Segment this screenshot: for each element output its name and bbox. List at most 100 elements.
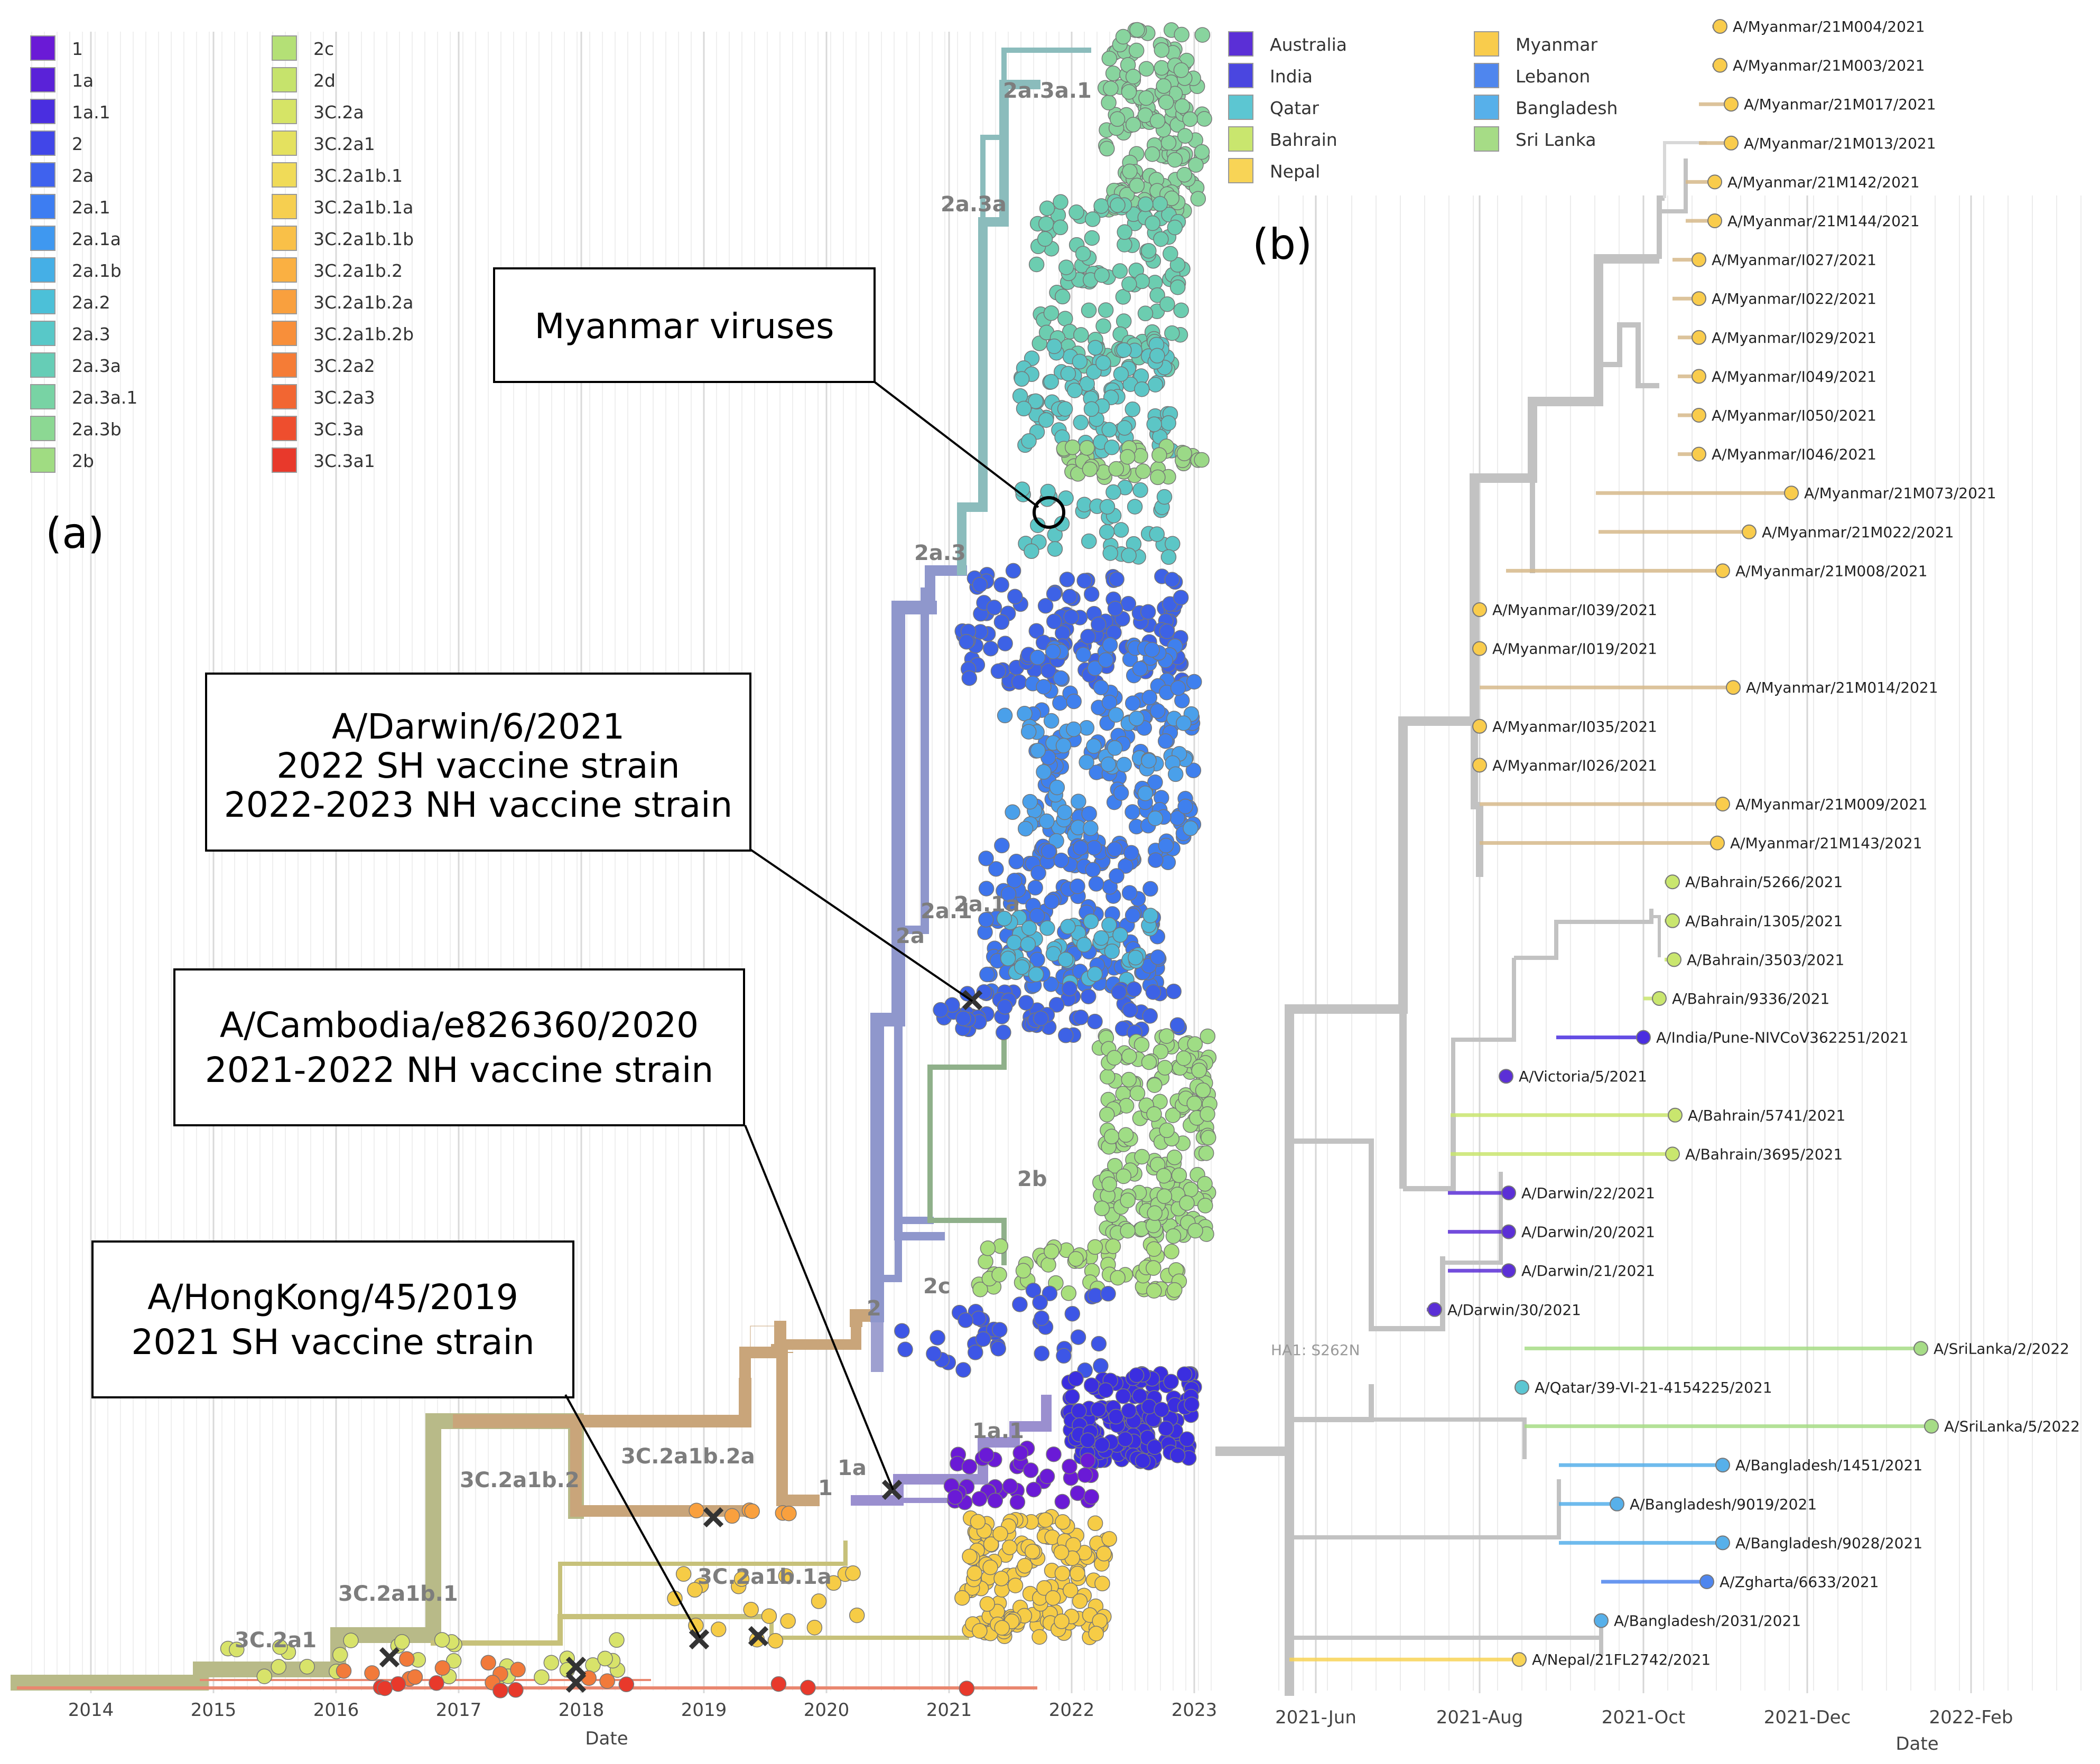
tip-node [332,1647,348,1663]
tip-node [1073,414,1089,431]
tip-node [1103,1128,1120,1145]
tip-node [1058,259,1074,275]
axis-tick-label: 2017 [436,1700,482,1721]
tip-node [1086,738,1102,754]
tip-node [1081,533,1097,549]
tip-node [1043,305,1060,321]
tip-node [336,1663,352,1679]
tip-node [1100,1286,1116,1302]
tip-node [1185,762,1202,778]
legend-label: 2a.1 [72,197,110,218]
tree-branch [750,1326,780,1390]
tree-branch [1451,958,1516,1115]
tip-node [993,614,1010,630]
tip-node [1102,545,1118,561]
legend-swatch [272,194,297,219]
tip-label: A/Myanmar/21M142/2021 [1727,173,1920,191]
tip-node [991,1322,1008,1338]
tip-node [1000,950,1016,967]
tip-node [1115,289,1131,305]
tip-node [1064,439,1081,455]
tip-node [1692,291,1706,306]
tip-node [1176,445,1192,461]
tip-node [687,1582,703,1598]
tip-label: A/SriLanka/2/2022 [1934,1340,2069,1357]
tip-node [980,1240,996,1256]
tip-label: A/Myanmar/I019/2021 [1492,640,1657,658]
clade-label: 2a.1 [921,899,972,923]
tip-node [1158,837,1174,854]
tip-node [1015,1263,1032,1278]
axis-tick-label: 2014 [68,1700,114,1721]
tip-node [1122,163,1138,180]
tip-node [1913,1341,1928,1356]
tip-node [1116,1168,1132,1184]
tip-node [1052,219,1068,236]
legend-label: 1a.1 [72,102,110,123]
tip-node [1116,313,1132,329]
tip-node [1724,97,1739,112]
tip-node [1088,876,1104,892]
tip-node [982,1559,998,1575]
tip-node [811,1593,827,1609]
tip-node [971,1491,988,1507]
legend-label: 3C.2a1b.2b [313,324,414,344]
legend-swatch [30,447,55,473]
tree-branch [1289,1479,1561,1539]
tip-node [1070,1485,1086,1501]
tip-node [1064,1388,1080,1405]
tip-node [1194,144,1210,160]
tip-node [1125,69,1141,85]
tip-node [1066,693,1082,710]
tip-node [1107,740,1123,756]
tip-node [1093,679,1109,696]
tip-node [618,1676,635,1693]
tip-node [955,1362,971,1378]
panel-a-label: (a) [45,509,104,558]
tip-node [1080,1452,1096,1469]
tip-node [1165,1228,1182,1244]
tip-node [1005,563,1021,579]
axis-tick-label: 2021 [926,1700,972,1721]
tip-node [1142,908,1158,923]
tip-node [1169,279,1186,295]
tip-node [1039,920,1055,936]
tip-node [1187,1222,1203,1239]
legend-label: 2a.3a.1 [72,387,137,408]
tip-node [1165,536,1181,552]
legend-label: 3C.2a3 [313,387,375,408]
tip-node [1170,680,1186,696]
tree-branch [1657,158,1688,213]
tip-label: A/Myanmar/I022/2021 [1712,290,1876,307]
tip-node [1049,779,1065,796]
tip-node [1073,1010,1089,1025]
callout-hongkong-pointer [564,1394,701,1638]
legend-swatch [30,289,55,314]
tip-node [1134,381,1150,397]
tip-node [761,1608,777,1624]
tip-node [1064,1305,1081,1322]
tip-node [1079,720,1095,736]
tip-node [1138,61,1155,77]
tip-node [1043,976,1059,992]
tip-node [1147,1077,1163,1093]
tip-node [961,1459,978,1474]
legend-label: 2a.2 [72,292,110,313]
tip-node [986,600,1002,615]
legend-label: 2a.3b [72,419,122,440]
tip-node [1053,1544,1070,1561]
tip-node [1159,1122,1175,1138]
tip-node [1075,647,1091,662]
tip-node [1054,1565,1071,1581]
tip-node [1113,785,1129,801]
tip-node [962,1548,978,1564]
tip-node [1167,219,1183,236]
tip-node [1037,598,1054,614]
tip-node [1088,1626,1104,1641]
tip-node [710,1621,727,1637]
callout-cambodia-pointer [744,1125,894,1490]
panel-a-clade-labels: 2a.3a.12a.3a2a.32a.1a2a.12a2b2c21a.11a13… [235,79,1092,1653]
callout-myanmar-pointer [874,381,1039,508]
tip-node [1108,707,1124,723]
tip-node [508,1682,524,1698]
